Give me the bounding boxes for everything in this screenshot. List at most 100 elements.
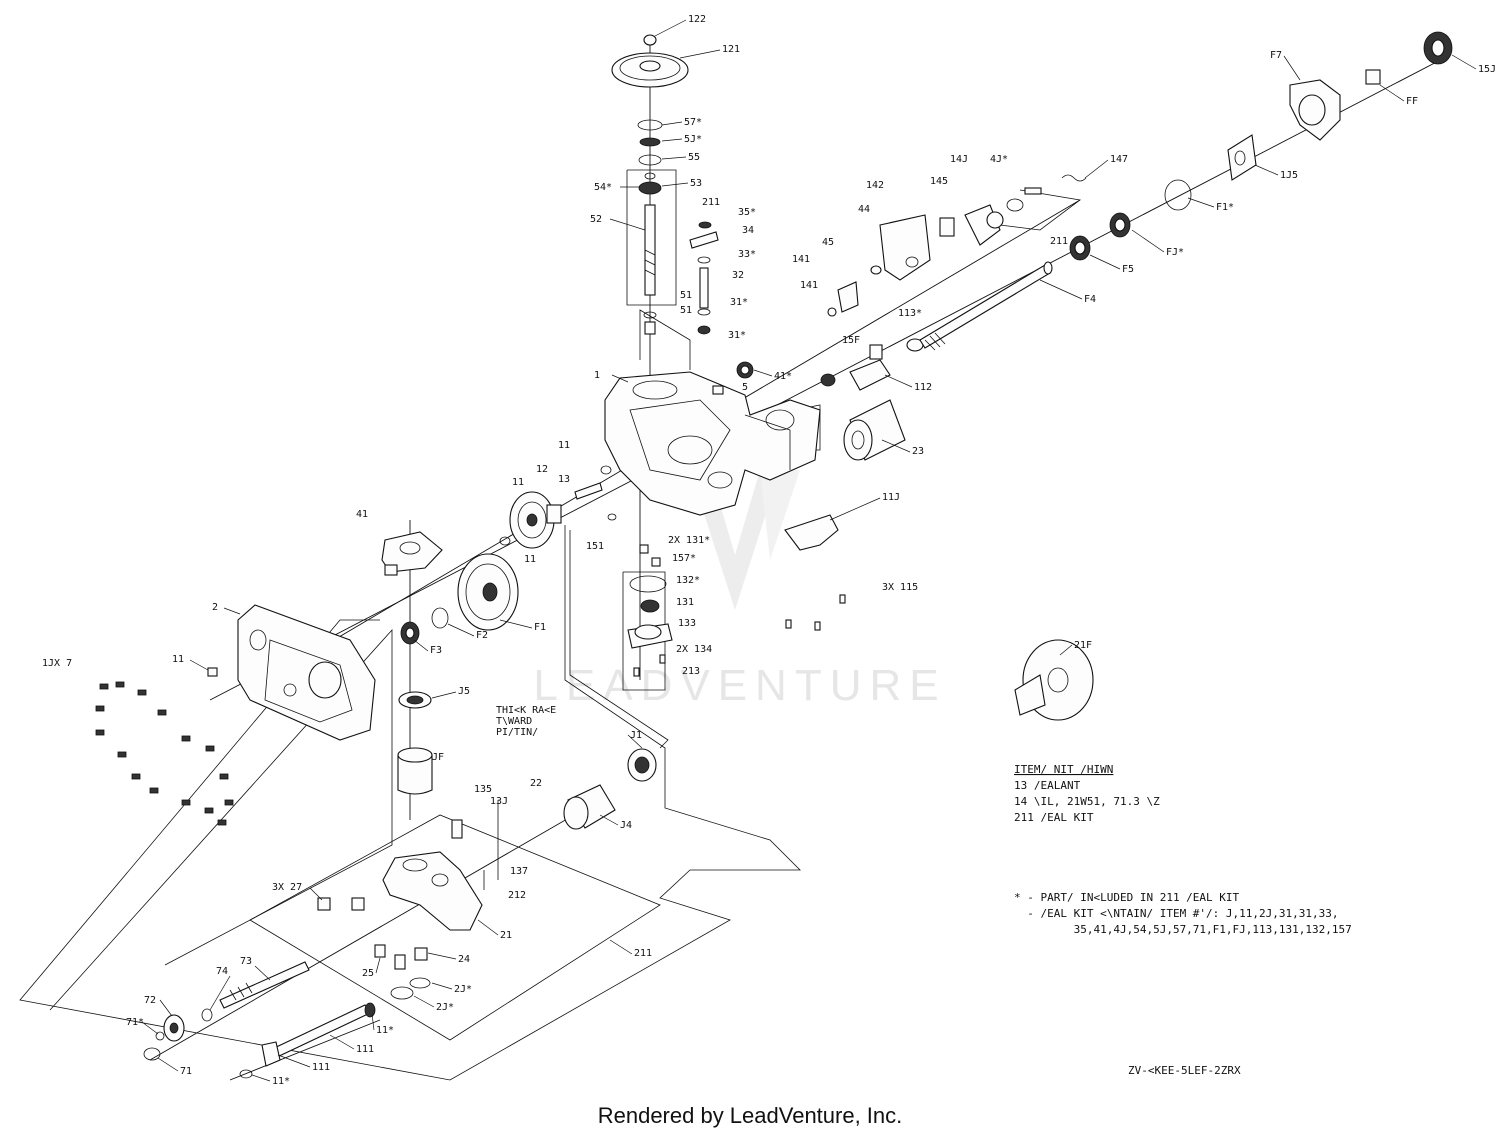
part-number-label: 14J	[950, 154, 968, 165]
part-motor-shaft	[143, 961, 310, 1061]
part-number-label: 2X 134	[676, 644, 712, 655]
part-number-label: 135	[474, 784, 492, 795]
part-number-label: 73	[240, 956, 252, 967]
part-number-label: 211	[702, 197, 720, 208]
part-number-label: 11J	[882, 492, 900, 503]
part-number-label: 133	[678, 618, 696, 629]
part-axle-bearings	[1069, 31, 1453, 261]
part-number-label: 74	[216, 966, 228, 977]
part-number-label: 13J	[490, 796, 508, 807]
part-number-label: 11	[512, 477, 524, 488]
part-number-label: 15F	[842, 335, 860, 346]
part-bypass-lever	[820, 338, 924, 391]
part-number-label: 147	[1110, 154, 1128, 165]
part-number-label: 31*	[728, 330, 746, 341]
part-number-label: 141	[792, 254, 810, 265]
part-number-label: 45	[822, 237, 834, 248]
part-number-label: 51	[680, 305, 692, 316]
part-number-label: FJ*	[1166, 247, 1184, 258]
part-number-label: 52	[590, 214, 602, 225]
part-number-label: 2X 131*	[668, 535, 710, 546]
part-number-label: 11	[558, 440, 570, 451]
part-number-label: F5	[1122, 264, 1134, 275]
part-number-label: 111	[312, 1062, 330, 1073]
part-output-shaft	[239, 1002, 376, 1079]
part-number-label: 21F	[1074, 640, 1092, 651]
part-number-label: 1JX 7	[42, 658, 72, 669]
part-number-label: 211	[1050, 236, 1068, 247]
part-number-label: 3X 115	[882, 582, 918, 593]
part-number-label: 32	[732, 270, 744, 281]
part-number-label: F1	[534, 622, 546, 633]
part-shield	[784, 514, 846, 631]
part-number-label: 57*	[684, 117, 702, 128]
part-number-label: 51	[680, 290, 692, 301]
part-number-label: 11*	[376, 1025, 394, 1036]
part-number-label: 13	[558, 474, 570, 485]
part-number-label: 122	[688, 14, 706, 25]
part-number-label: F1*	[1216, 202, 1234, 213]
part-number-label: 25	[362, 968, 374, 979]
part-number-label: 71*	[126, 1017, 144, 1028]
part-number-label: 12	[536, 464, 548, 475]
part-seal-41	[712, 361, 754, 395]
kit-note-line: 35,41,4J,54,5J,57,71,F1,FJ,113,131,132,1…	[1014, 923, 1352, 936]
part-number-label: 72	[144, 995, 156, 1006]
part-number-label: 113*	[898, 308, 922, 319]
footer-credit: Rendered by LeadVenture, Inc.	[598, 1103, 903, 1128]
part-number-label: 31*	[730, 297, 748, 308]
part-number-label: 212	[508, 890, 526, 901]
part-number-label: 112	[914, 382, 932, 393]
part-number-label: 5J*	[684, 134, 702, 145]
part-number-label: 41	[356, 509, 368, 520]
part-cover-bolts	[95, 681, 234, 826]
part-number-label: 41*	[774, 371, 792, 382]
part-wheel-hub	[1014, 639, 1094, 721]
part-number-label: 145	[930, 176, 948, 187]
part-number-label: 11	[172, 654, 184, 665]
part-number-label: 11	[524, 554, 536, 565]
part-number-label: 24	[458, 954, 470, 965]
part-number-label: J4	[620, 820, 632, 831]
kit-note-line: - /EAL KIT <\NTAIN/ ITEM #'/: J,11,2J,31…	[1014, 907, 1339, 920]
legend-line: 211 /EAL KIT	[1014, 811, 1094, 824]
part-side-cover	[237, 604, 376, 741]
part-number-label: F4	[1084, 294, 1096, 305]
part-number-label: 151	[586, 541, 604, 552]
part-number-label: 22	[530, 778, 542, 789]
part-number-label: 213	[682, 666, 700, 677]
part-number-label: 157*	[672, 553, 696, 564]
part-number-label: 55	[688, 152, 700, 163]
part-bolt-11	[207, 667, 218, 677]
part-brake-brackets	[827, 174, 1087, 317]
part-number-label: 34	[742, 225, 754, 236]
part-number-label: 23	[912, 446, 924, 457]
part-number-label: 111	[356, 1044, 374, 1055]
part-number-label: 2J*	[436, 1002, 454, 1013]
part-number-label: 4J*	[990, 154, 1008, 165]
part-main-housing	[604, 371, 821, 516]
seal-kit-outlines	[19, 169, 1081, 1081]
part-number-label: J5	[458, 686, 470, 697]
part-pulley	[611, 34, 689, 88]
part-number-label: 141	[800, 280, 818, 291]
assembly-note: THI<K RA<E	[496, 705, 556, 716]
part-number-label: 11*	[272, 1076, 290, 1087]
part-number-label: 142	[866, 180, 884, 191]
part-charge-pump	[627, 544, 673, 677]
part-number-label: 44	[858, 204, 870, 215]
part-number-label: 121	[722, 44, 740, 55]
part-number-label: F3	[430, 645, 442, 656]
part-number-label: 211	[634, 948, 652, 959]
part-number-label: 132*	[676, 575, 700, 586]
part-number-label: 2	[212, 602, 218, 613]
part-number-label: 35*	[738, 207, 756, 218]
part-number-label: J1	[630, 730, 642, 741]
part-number-label: 33*	[738, 249, 756, 260]
watermark-text: LEADVENTURE	[533, 661, 946, 710]
legend-line: 13 /EALANT	[1014, 779, 1081, 792]
diagram-code: ZV-<KEE-5LEF-2ZRX	[1128, 1064, 1241, 1077]
part-center-bearing-housing	[381, 531, 443, 576]
